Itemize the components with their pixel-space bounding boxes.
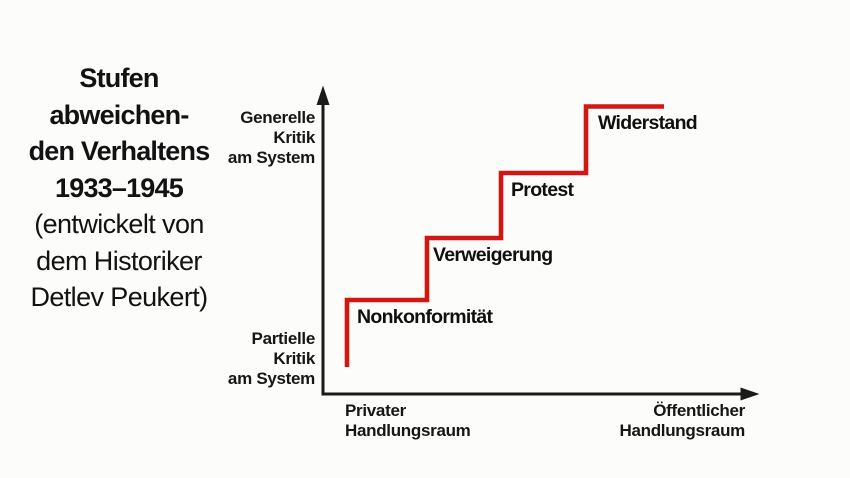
x-axis-left-label-line: Privater [345,401,406,420]
y-axis-bottom-label-line: Partielle [251,329,316,348]
x-axis-right-label-line: Handlungsraum [619,421,745,440]
step-label-protest: Protest [511,179,574,201]
y-axis-top-label-line: am System [227,148,315,167]
x-axis-left-label: Privater Handlungsraum [345,401,471,441]
y-axis-arrowhead-icon [316,85,330,105]
figure-title-line: den Verhaltens [28,136,211,166]
x-axis-left-label-line: Handlungsraum [345,421,471,440]
step-label-verweigerung: Verweigerung [433,244,553,266]
y-axis-bottom-label-line: Kritik [273,349,315,368]
step-line [344,104,664,367]
figure-subtitle-line: dem Historiker [36,245,202,276]
figure-title-line: abweichen- [49,99,189,130]
y-axis-top-label: Generelle Kritik am System [228,108,315,168]
figure-subtitle-line: Detlev Peukert) [30,282,208,312]
x-axis-arrowhead-icon [740,387,760,401]
y-axis-top-label-line: Generelle [240,108,315,127]
figure-title-line: 1933–1945 [55,172,184,203]
y-axis-bottom-label: Partielle Kritik am System [228,329,315,389]
y-axis-top-label-line: Kritik [273,128,315,147]
figure-title-line: Stufen [79,63,159,93]
x-axis-right-label: Öffentlicher Handlungsraum [619,401,745,441]
y-axis-bottom-label-line: am System [227,369,315,388]
step-label-widerstand: Widerstand [598,112,698,134]
step-label-nonkonformitaet: Nonkonformität [357,306,493,328]
x-axis-right-label-line: Öffentlicher [653,401,745,420]
figure-title: Stufen abweichen- den Verhaltens 1933–19… [12,60,226,316]
figure-subtitle-line: (entwickelt von [34,209,204,239]
